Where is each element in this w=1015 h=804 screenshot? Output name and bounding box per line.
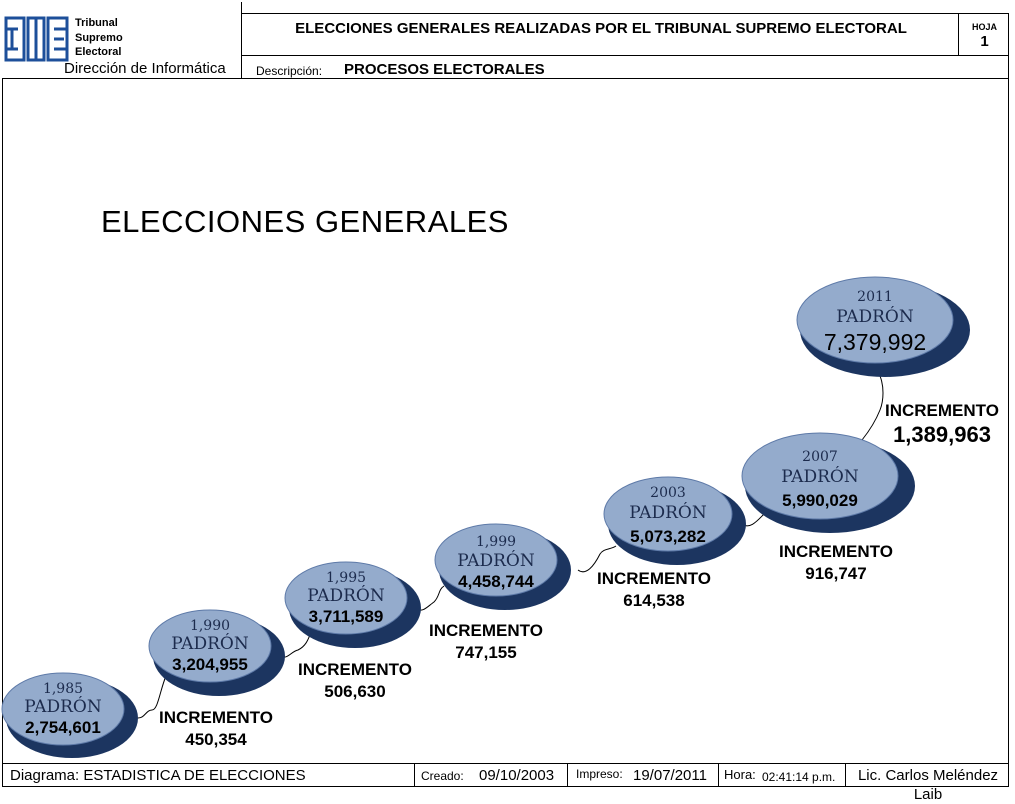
org-name-line3: Electoral (75, 46, 122, 58)
department-name: Dirección de Informática (64, 60, 226, 77)
footer-time-value: 02:41:14 p.m. (762, 770, 836, 784)
increment-label: INCREMENTO 916,747 (772, 541, 900, 585)
footer-divider (2, 763, 1009, 764)
footer-author: Lic. Carlos Meléndez Laib (857, 767, 999, 803)
node-value: 5,073,282 (630, 527, 706, 546)
increment-value: 450,354 (185, 730, 247, 749)
sheet-label: HOJA (971, 22, 997, 32)
node-label: PADRÓN (307, 585, 385, 606)
node-label: PADRÓN (171, 633, 249, 654)
node-ellipse (741, 432, 899, 520)
footer-divider (414, 763, 415, 786)
description-label: Descripción: (256, 64, 323, 78)
increment-title: INCREMENTO (298, 660, 412, 679)
node-year: 1,999 (476, 534, 516, 550)
node-2007: 2007 PADRÓN 5,990,029 (741, 432, 915, 533)
footer-divider (567, 763, 568, 786)
node-year: 1,990 (190, 618, 230, 634)
increment-value: 916,747 (805, 564, 867, 583)
node-2011: 2011 PADRÓN 7,379,992 (796, 276, 970, 377)
header-divider (241, 2, 242, 78)
node-label: PADRÓN (24, 696, 102, 717)
page-border (2, 78, 3, 786)
page-border (1008, 13, 1009, 786)
footer-created-label: Creado: (421, 769, 464, 783)
footer-created-date: 09/10/2003 (479, 767, 555, 784)
footer-printed-label: Impreso: (576, 767, 623, 781)
header-divider (958, 13, 959, 55)
node-1999: 1,999 PADRÓN 4,458,744 (434, 523, 571, 610)
connector-line (279, 629, 313, 658)
node-1990: 1,990 PADRÓN 3,204,955 (148, 609, 285, 696)
node-year: 2007 (802, 449, 838, 465)
header-divider (241, 13, 1009, 14)
increment-title: INCREMENTO (597, 569, 711, 588)
node-year: 1,985 (43, 681, 83, 697)
node-ellipse (796, 276, 954, 364)
node-label: PADRÓN (457, 550, 535, 571)
document-title: ELECCIONES GENERALES REALIZADAS POR EL T… (295, 20, 907, 37)
footer-diagram-name: Diagrama: ESTADISTICA DE ELECCIONES (10, 767, 306, 784)
footer-divider (718, 763, 719, 786)
increment-value: 506,630 (324, 682, 386, 701)
increment-title: INCREMENTO (779, 542, 893, 561)
sheet-number: 1 (980, 33, 989, 50)
node-year: 2003 (650, 485, 686, 501)
node-value: 7,379,992 (824, 329, 926, 355)
footer-printed-date: 19/07/2011 (633, 767, 707, 784)
node-value: 5,990,029 (782, 491, 858, 510)
node-value: 3,204,955 (172, 655, 248, 674)
increment-title: INCREMENTO (885, 401, 999, 420)
increment-label: INCREMENTO 506,630 (291, 659, 419, 703)
node-value: 3,711,589 (309, 607, 384, 626)
node-value: 4,458,744 (458, 572, 534, 591)
increment-label: INCREMENTO 614,538 (590, 568, 718, 612)
connector-line (415, 585, 445, 611)
node-ellipse (284, 561, 408, 635)
diagram-title: ELECCIONES GENERALES (101, 204, 509, 239)
node-2003: 2003 PADRÓN 5,073,282 (603, 476, 746, 565)
node-1985: 1,985 PADRÓN 2,754,601 (1, 672, 138, 758)
description-value: PROCESOS ELECTORALES (344, 61, 545, 78)
footer-divider (2, 786, 1009, 787)
header-divider (2, 78, 1009, 79)
increment-label: INCREMENTO 450,354 (152, 707, 280, 751)
connector-line (861, 375, 884, 441)
increment-title: INCREMENTO (429, 621, 543, 640)
increment-value: 614,538 (623, 591, 685, 610)
node-label: PADRÓN (629, 502, 707, 523)
node-1995: 1,995 PADRÓN 3,711,589 (284, 561, 421, 648)
node-ellipse (603, 476, 733, 552)
connector-line (137, 675, 167, 719)
increment-title: INCREMENTO (159, 708, 273, 727)
increment-value: 1,389,963 (893, 422, 991, 447)
increment-label: INCREMENTO 1,389,963 (878, 399, 1006, 447)
org-name-line2: Supremo (75, 32, 123, 44)
node-ellipse (1, 672, 125, 746)
node-label: PADRÓN (781, 466, 859, 487)
node-ellipse (434, 523, 558, 597)
connector-line (577, 545, 617, 573)
footer-time-label: Hora: (724, 767, 756, 782)
increment-value: 747,155 (455, 643, 517, 662)
tse-logo-icon (4, 16, 69, 62)
node-year: 2011 (857, 289, 893, 305)
org-name-line1: Tribunal (75, 17, 118, 29)
node-year: 1,995 (326, 570, 366, 586)
node-value: 2,754,601 (25, 718, 101, 737)
footer-divider (845, 763, 846, 786)
node-ellipse (148, 609, 272, 683)
header-divider (241, 55, 1009, 56)
increment-label: INCREMENTO 747,155 (422, 620, 550, 664)
node-label: PADRÓN (836, 306, 914, 327)
